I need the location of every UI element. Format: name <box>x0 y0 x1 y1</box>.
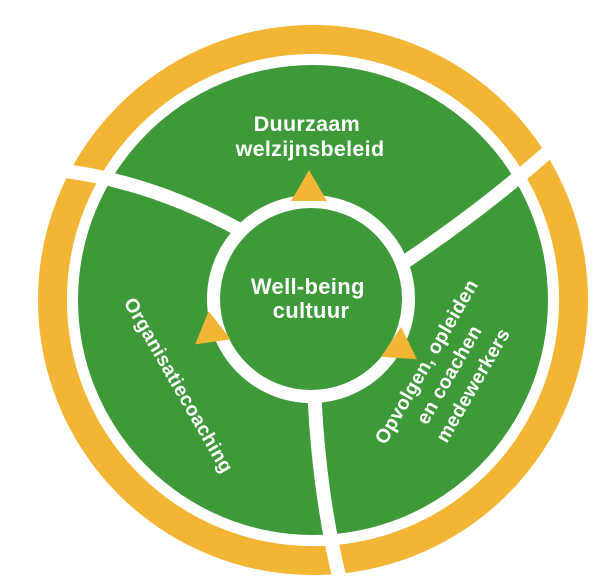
arrow-triangle-left-icon <box>195 311 231 345</box>
arrow-triangle-top-icon <box>291 170 327 201</box>
center-label-line1: Well-being <box>251 274 365 299</box>
segment-label-top-line2: welzijnsbeleid <box>235 137 385 161</box>
arrow-triangle-right-icon <box>381 327 417 360</box>
outer-ring <box>38 25 588 575</box>
center-label-line2: cultuur <box>273 298 350 323</box>
segment-label-top: Duurzaam welzijnsbeleid <box>235 112 385 161</box>
center-circle <box>207 195 415 403</box>
center-label: Well-being cultuur <box>251 274 371 323</box>
divider-bottom <box>307 399 349 584</box>
divider-upper-left <box>50 162 244 237</box>
divider-upper-right <box>400 137 563 268</box>
segment-label-top-line1: Duurzaam <box>254 112 360 136</box>
